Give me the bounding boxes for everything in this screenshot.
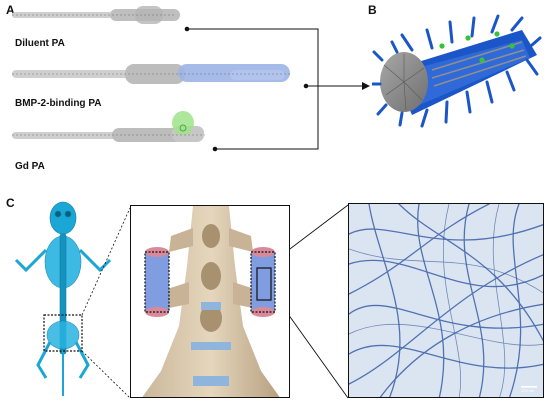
- bmp-binding-pa-molecule-icon: [12, 64, 290, 84]
- spine-render-icon: [142, 206, 280, 397]
- connector-lines: [184, 26, 370, 152]
- gd-pa-label: Gd PA: [15, 161, 45, 172]
- mouse-skeleton-icon: [14, 201, 112, 396]
- tem-panel: 100 nm: [348, 203, 544, 398]
- panel-c-letter: C: [6, 196, 15, 210]
- spine-panel: [130, 205, 290, 398]
- tem-micrograph-icon: [349, 204, 543, 397]
- diluent-pa-label: Diluent PA: [15, 38, 65, 49]
- nanofiber-illustration-icon: [372, 14, 542, 128]
- bmp-binding-pa-label: BMP-2-binding PA: [15, 98, 102, 109]
- panel-b-letter: B: [368, 3, 377, 17]
- gd-pa-molecule-icon: [12, 111, 205, 142]
- diluent-pa-molecule-icon: [12, 6, 180, 24]
- scale-bar-label: 100 nm: [521, 388, 535, 393]
- panel-a-letter: A: [6, 3, 15, 17]
